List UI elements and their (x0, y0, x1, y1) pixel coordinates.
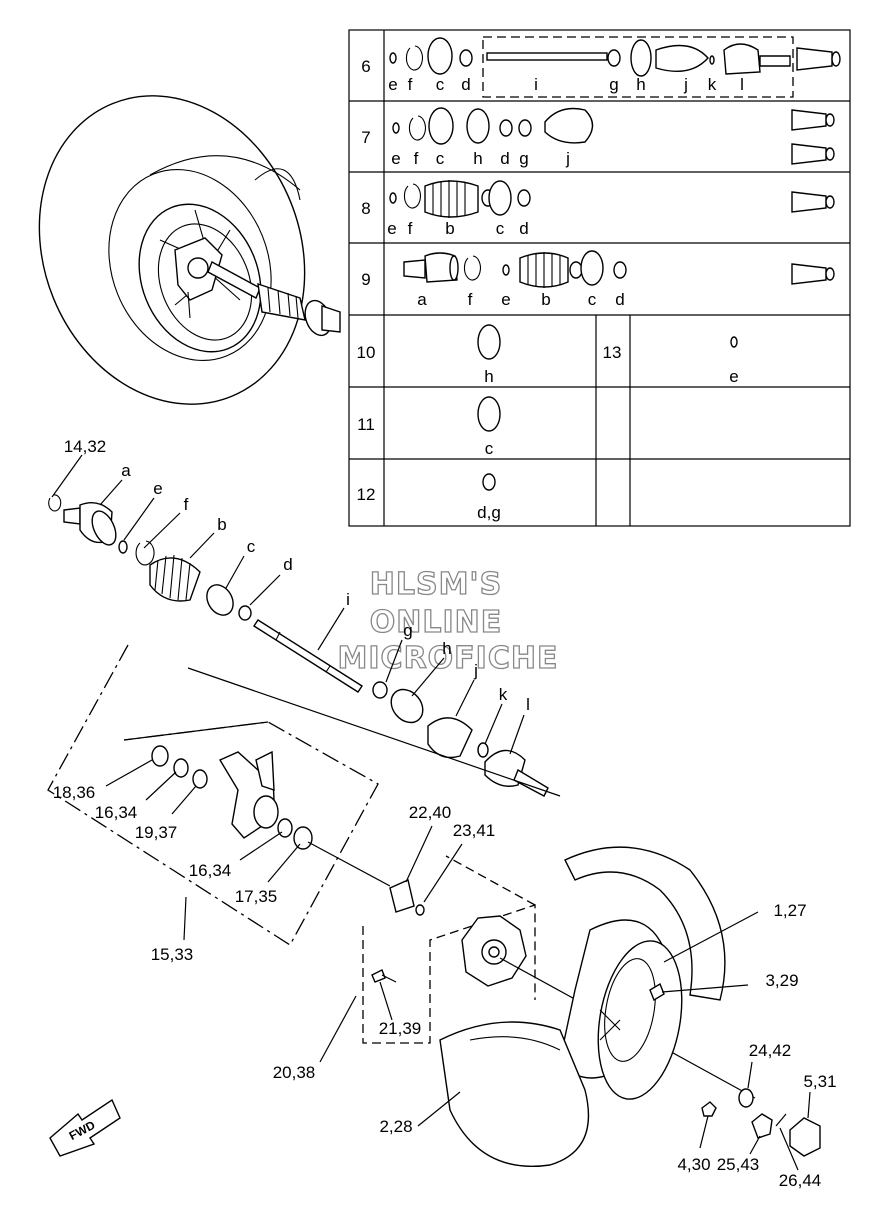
callout-a-1: a (121, 461, 131, 480)
kit-row-8-letter-f: f (408, 219, 413, 238)
kit-row-6-letter-k: k (708, 75, 717, 94)
callout-k-11: k (499, 685, 508, 704)
kit-row-8-number: 8 (361, 199, 370, 218)
knuckle-group (47, 644, 561, 946)
kit-row-13-letter-e: e (729, 367, 738, 386)
callout-25-43-29: 25,43 (717, 1155, 760, 1174)
callout-l-12: l (526, 695, 530, 714)
kit-row-13-number: 13 (603, 343, 622, 362)
callout-16-34-14: 16,34 (95, 803, 138, 822)
kit-row-7-letter-j: j (565, 149, 570, 168)
fwd-arrow: FWD (49, 1098, 121, 1157)
callout-h-9: h (442, 639, 451, 658)
callout-5-31-26: 5,31 (803, 1072, 836, 1091)
kit-row-12-letter-dg: d,g (477, 503, 501, 522)
callout-19-37-15: 19,37 (135, 823, 178, 842)
callout-b-4: b (217, 515, 226, 534)
kit-row-6-letter-d: d (461, 75, 470, 94)
kit-row-9-letter-c: c (588, 290, 597, 309)
callout-16-34-16: 16,34 (189, 861, 232, 880)
kit-row-11-number: 11 (357, 415, 375, 434)
kit-row-10-number: 10 (357, 343, 376, 362)
callout-c-5: c (247, 537, 256, 556)
kit-row-6-letter-h: h (636, 75, 645, 94)
callout-d-6: d (283, 555, 292, 574)
kit-row-6-letter-l: l (740, 75, 744, 94)
callout-labels: 14,32aefbcdighjkl18,3616,3419,3716,3417,… (53, 437, 837, 1190)
callout-22-40-19: 22,40 (409, 803, 452, 822)
kit-row-7-letter-g: g (519, 149, 528, 168)
callout-g-8: g (403, 621, 412, 640)
watermark: HLSM'S ONLINE MICROFICHE (337, 566, 559, 676)
callout-j-10: j (473, 661, 478, 680)
callout-26-44-30: 26,44 (779, 1171, 822, 1190)
kit-row-9-letter-e: e (501, 290, 510, 309)
kit-row-9-letter-d: d (615, 290, 624, 309)
callout-15-33-18: 15,33 (151, 945, 194, 964)
kit-table (348, 29, 851, 527)
kit-row-6-letter-c: c (436, 75, 445, 94)
kit-row-11-letter-c: c (485, 439, 494, 458)
callout-20-38-24: 20,38 (273, 1063, 316, 1082)
callout-e-2: e (153, 479, 162, 498)
kit-row-12-number: 12 (357, 485, 376, 504)
kit-row-6-letter-g: g (609, 75, 618, 94)
callout-1-27-21: 1,27 (773, 901, 806, 920)
kit-row-6-letter-i: i (534, 75, 538, 94)
callout-23-41-20: 23,41 (453, 821, 496, 840)
kit-row-10-letter-h: h (484, 367, 493, 386)
watermark-line-2: ONLINE (370, 605, 503, 640)
assembled-wheel-illustration (38, 95, 341, 405)
exploded-wheel-illustration (439, 846, 821, 1167)
kit-row-9-letter-f: f (468, 290, 473, 309)
kit-row-7-number: 7 (361, 128, 370, 147)
kit-row-8-letter-d: d (519, 219, 528, 238)
leader-lines (51, 454, 811, 1171)
watermark-line-3: MICROFICHE (338, 641, 559, 676)
callout-i-7: i (346, 590, 350, 609)
kit-row-6-letter-e: e (388, 75, 397, 94)
kit-row-6-number: 6 (361, 57, 370, 76)
callout-14-32-0: 14,32 (64, 437, 107, 456)
callout-24-42-25: 24,42 (749, 1041, 792, 1060)
kit-row-8-letter-b: b (445, 219, 454, 238)
callout-4-30-28: 4,30 (677, 1155, 710, 1174)
kit-row-7-letter-d: d (500, 149, 509, 168)
kit-row-9-letter-b: b (541, 290, 550, 309)
watermark-line-1: HLSM'S (370, 567, 502, 602)
callout-3-29-22: 3,29 (765, 971, 798, 990)
callout-18-36-13: 18,36 (53, 783, 96, 802)
kit-row-9-number: 9 (361, 270, 370, 289)
kit-row-numbers: 6 7 8 9 10 11 12 13 (357, 57, 622, 504)
kit-row-8-letter-c: c (496, 219, 505, 238)
kit-row-8-letter-e: e (387, 219, 396, 238)
kit-row-7-letter-h: h (473, 149, 482, 168)
kit-row-6-letter-f: f (408, 75, 413, 94)
kit-row-6-letter-j: j (683, 75, 688, 94)
kit-row-7-letter-e: e (391, 149, 400, 168)
callout-f-3: f (184, 495, 189, 514)
kit-row-9-letter-a: a (417, 290, 427, 309)
callout-17-35-17: 17,35 (235, 887, 278, 906)
kit-part-sketches (389, 37, 841, 491)
kit-row-7-letter-f: f (414, 149, 419, 168)
kit-row-7-letter-c: c (436, 149, 445, 168)
callout-2-28-27: 2,28 (379, 1117, 412, 1136)
callout-21-39-23: 21,39 (379, 1019, 422, 1038)
